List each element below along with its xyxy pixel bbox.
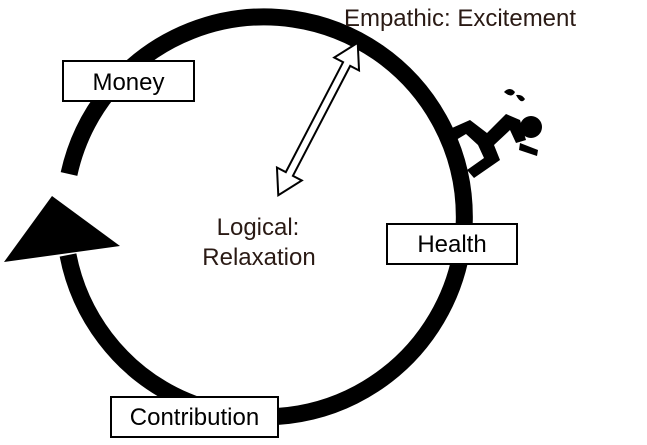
falling-person-icon bbox=[452, 89, 542, 178]
node-health: Health bbox=[386, 223, 518, 265]
double-arrow-icon bbox=[275, 40, 361, 198]
node-money: Money bbox=[62, 60, 195, 102]
empathic-label: Empathic: Excitement bbox=[344, 5, 576, 32]
node-contribution: Contribution bbox=[110, 396, 279, 438]
cycle-arrow-icon bbox=[4, 196, 120, 262]
node-money-label: Money bbox=[92, 69, 164, 96]
logical-label-line1: Logical: bbox=[217, 214, 300, 241]
node-contribution-label: Contribution bbox=[130, 404, 259, 431]
logical-label-line2: Relaxation bbox=[202, 244, 315, 271]
node-health-label: Health bbox=[417, 231, 486, 258]
